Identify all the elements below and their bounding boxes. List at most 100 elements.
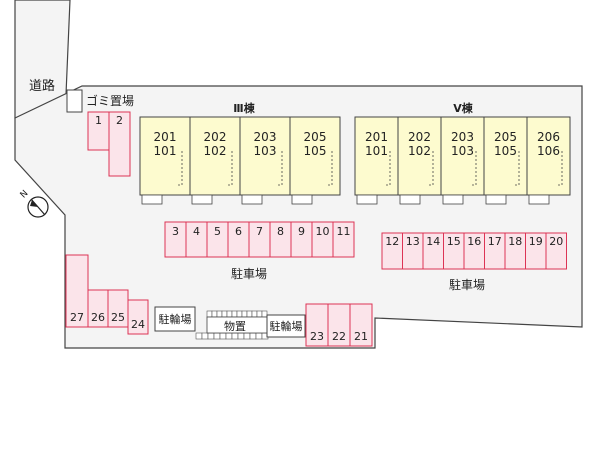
parking-spot-24: 24 bbox=[127, 299, 149, 335]
parking-spot-label: 15 bbox=[447, 235, 461, 248]
building-iii-unit-upper: 202 bbox=[204, 130, 227, 144]
parking-group-b: 3 4 5 6 7 8 9 10 11 bbox=[164, 221, 355, 258]
parking-spot-label: 3 bbox=[172, 225, 179, 238]
parking-spot-label: 22 bbox=[332, 330, 346, 343]
parking-spot-18: 18 bbox=[504, 232, 526, 270]
building-iii-unit-upper: 201 bbox=[154, 130, 177, 144]
parking-spot-label: 10 bbox=[316, 225, 330, 238]
parking-spot-label: 24 bbox=[131, 318, 145, 331]
parking-group-c: 12 13 14 15 16 17 18 19 20 bbox=[381, 232, 567, 270]
bike-parking-right bbox=[266, 314, 306, 338]
parking-spot-3: 3 bbox=[164, 221, 187, 258]
parking-spot-13: 13 bbox=[402, 232, 424, 270]
parking-spot-17: 17 bbox=[484, 232, 506, 270]
building-v-unit-lower: 101 bbox=[365, 144, 388, 158]
parking-spot-14: 14 bbox=[422, 232, 444, 270]
parking-spot-12: 12 bbox=[381, 232, 403, 270]
parking-spot-label: 26 bbox=[91, 311, 105, 324]
parking-spot-label: 9 bbox=[298, 225, 305, 238]
parking-spot-label: 19 bbox=[529, 235, 543, 248]
parking-spot-5: 5 bbox=[206, 221, 229, 258]
parking-spot-label: 5 bbox=[214, 225, 221, 238]
parking-spot-27: 27 bbox=[65, 254, 89, 328]
parking-spot-9: 9 bbox=[290, 221, 313, 258]
parking-spot-label: 4 bbox=[193, 225, 200, 238]
parking-spot-22: 22 bbox=[327, 303, 351, 347]
parking-spot-label: 7 bbox=[256, 225, 263, 238]
building-iii-unit-lower: 105 bbox=[304, 144, 327, 158]
building-iii-unit-upper: 205 bbox=[304, 130, 327, 144]
building-v-unit-upper: 206 bbox=[537, 130, 560, 144]
north-arrow-icon bbox=[27, 196, 49, 218]
parking-spot-label: 16 bbox=[467, 235, 481, 248]
bike-parking-left-label: 駐輪場 bbox=[159, 312, 192, 326]
parking-spot-label: 27 bbox=[70, 311, 84, 324]
building-iii-name: Ⅲ棟 bbox=[233, 101, 255, 115]
parking-spot-7: 7 bbox=[248, 221, 271, 258]
parking-spot-1: 1 bbox=[87, 111, 110, 151]
building-v-unit-upper: 201 bbox=[365, 130, 388, 144]
parking-spot-4: 4 bbox=[185, 221, 208, 258]
parking-spot-26: 26 bbox=[87, 289, 109, 328]
garbage-area-label: ゴミ置場 bbox=[86, 93, 134, 108]
compass-label: N bbox=[19, 189, 31, 201]
parking-spot-8: 8 bbox=[269, 221, 292, 258]
parking-spot-label: 14 bbox=[426, 235, 440, 248]
building-iii-unit-lower: 103 bbox=[254, 144, 277, 158]
building-v-unit-upper: 203 bbox=[451, 130, 474, 144]
parking-spot-label: 21 bbox=[354, 330, 368, 343]
building-v-unit-lower: 102 bbox=[408, 144, 431, 158]
parking-spot-label: 1 bbox=[95, 114, 102, 127]
parking-spot-label: 6 bbox=[235, 225, 242, 238]
parking-label-left: 駐車場 bbox=[231, 266, 267, 281]
parking-spot-label: 13 bbox=[406, 235, 420, 248]
building-v-unit-lower: 105 bbox=[494, 144, 517, 158]
parking-spot-label: 17 bbox=[488, 235, 502, 248]
building-iii-unit-lower: 101 bbox=[154, 144, 177, 158]
building-iii-unit-upper: 203 bbox=[254, 130, 277, 144]
parking-group-d: 27 26 25 24 bbox=[65, 254, 149, 335]
parking-group-e: 23 22 21 bbox=[305, 303, 373, 347]
building-iii-unit-lower: 102 bbox=[204, 144, 227, 158]
parking-spot-11: 11 bbox=[332, 221, 355, 258]
storage-hatching bbox=[195, 310, 269, 340]
parking-label-right: 駐車場 bbox=[449, 277, 485, 292]
parking-spot-label: 20 bbox=[549, 235, 563, 248]
parking-spot-25: 25 bbox=[107, 289, 129, 328]
parking-spot-label: 18 bbox=[508, 235, 522, 248]
bike-parking-left bbox=[154, 306, 196, 332]
building-v-unit-upper: 202 bbox=[408, 130, 431, 144]
parking-spot-15: 15 bbox=[443, 232, 465, 270]
parking-spot-10: 10 bbox=[311, 221, 334, 258]
parking-spot-label: 8 bbox=[277, 225, 284, 238]
road-label: 道路 bbox=[29, 78, 55, 94]
storage-label: 物置 bbox=[224, 319, 246, 333]
parking-spot-label: 11 bbox=[337, 225, 351, 238]
building-v-unit-lower: 103 bbox=[451, 144, 474, 158]
building-v-name: Ⅴ棟 bbox=[453, 101, 474, 115]
building-v-unit-upper: 205 bbox=[494, 130, 517, 144]
parking-spot-21: 21 bbox=[349, 303, 373, 347]
parking-spot-label: 12 bbox=[385, 235, 399, 248]
bike-parking-right-label: 駐輪場 bbox=[270, 319, 303, 333]
parking-spot-label: 25 bbox=[111, 311, 125, 324]
parking-spot-23: 23 bbox=[305, 303, 329, 347]
parking-spot-6: 6 bbox=[227, 221, 250, 258]
parking-spot-20: 20 bbox=[545, 232, 567, 270]
parking-spot-label: 2 bbox=[116, 114, 123, 127]
parking-spot-label: 23 bbox=[310, 330, 324, 343]
building-v-unit-lower: 106 bbox=[537, 144, 560, 158]
